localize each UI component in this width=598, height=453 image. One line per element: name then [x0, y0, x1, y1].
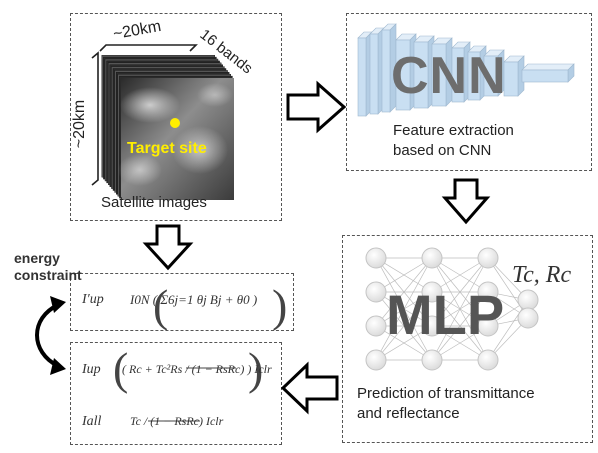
mlp-box: [342, 235, 593, 443]
equation-box-2: [70, 342, 282, 445]
mlp-node: [517, 289, 539, 311]
cnn-layer: [431, 37, 453, 107]
mlp-node: [477, 281, 499, 303]
target-site-dot: [170, 118, 180, 128]
cnn-title: CNN: [391, 47, 507, 105]
svg-text:): ): [272, 280, 287, 331]
mlp-node: [421, 315, 443, 337]
satellite-height-label: ~20km: [71, 99, 89, 149]
energy-constraint-curved-arrow: [35, 303, 59, 368]
mlp-node: [365, 247, 387, 269]
arrow-down-satellite-to-equations: [142, 224, 194, 271]
mlp-node: [421, 349, 443, 371]
eq3-lhs: Iall: [82, 414, 102, 429]
satellite-image-stack: [91, 44, 234, 200]
mlp-node: [365, 281, 387, 303]
energy-label-line2: constraint: [14, 267, 82, 283]
arrow-left-mlp-to-equations: [280, 361, 339, 415]
mlp-node: [365, 349, 387, 371]
cnn-layer: [521, 63, 575, 83]
cnn-caption-line1: Feature extraction: [393, 122, 514, 139]
mlp-node: [517, 307, 539, 329]
mlp-caption-line2: and reflectance: [357, 405, 460, 422]
cnn-layer: [483, 49, 505, 97]
eq1-lhs: I′up: [82, 292, 104, 307]
mlp-node: [477, 247, 499, 269]
satellite-caption: Satellite images: [101, 194, 207, 211]
cnn-layer: [503, 55, 525, 97]
mlp-outputs: Tc, Rc: [512, 262, 572, 288]
equation-box-1: [70, 273, 294, 331]
cnn-layer: [381, 23, 397, 113]
mlp-caption-line1: Prediction of transmittance: [357, 385, 535, 402]
cnn-layer-stack: [357, 23, 575, 117]
target-site-label: Target site: [127, 140, 207, 157]
svg-text:): ): [248, 343, 263, 394]
mlp-title: MLP: [386, 283, 505, 346]
energy-label-line1: energy: [14, 250, 60, 266]
mlp-node: [477, 315, 499, 337]
mlp-node: [365, 315, 387, 337]
eq2-lhs: Iup: [82, 362, 101, 377]
eq3-rhs: Tc / (1 − RsRc) Iclr: [130, 414, 224, 428]
svg-text:(: (: [153, 280, 168, 331]
eq2-rhs: ( Rc + Tc²Rs / (1 − RsRc) ) Iclr: [122, 362, 272, 376]
arrow-down-cnn-to-mlp: [441, 178, 491, 225]
mlp-node: [421, 247, 443, 269]
cnn-caption-line2: based on CNN: [393, 142, 492, 159]
mlp-node: [421, 281, 443, 303]
eq1-rhs: I0N ( Σ6j=1 θj Bj + θ0 ): [130, 292, 258, 307]
arrow-right-satellite-to-cnn: [286, 80, 347, 134]
svg-text:(: (: [113, 343, 128, 394]
mlp-network: [365, 247, 539, 371]
mlp-node: [477, 349, 499, 371]
